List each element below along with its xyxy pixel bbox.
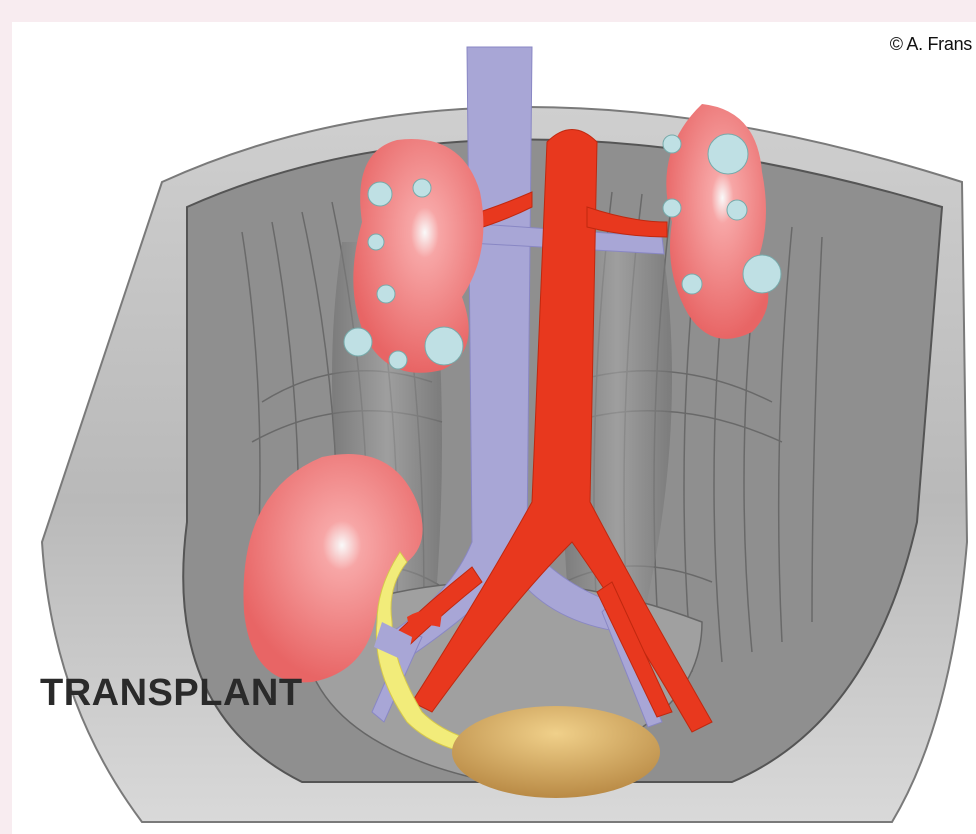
left-native-kidney — [344, 139, 483, 373]
illustration-canvas: © A. Frans TRANSPLANT — [12, 22, 976, 834]
transplant-label: TRANSPLANT — [40, 672, 303, 715]
bladder — [452, 706, 660, 798]
copyright-text: © A. Frans — [890, 34, 972, 55]
